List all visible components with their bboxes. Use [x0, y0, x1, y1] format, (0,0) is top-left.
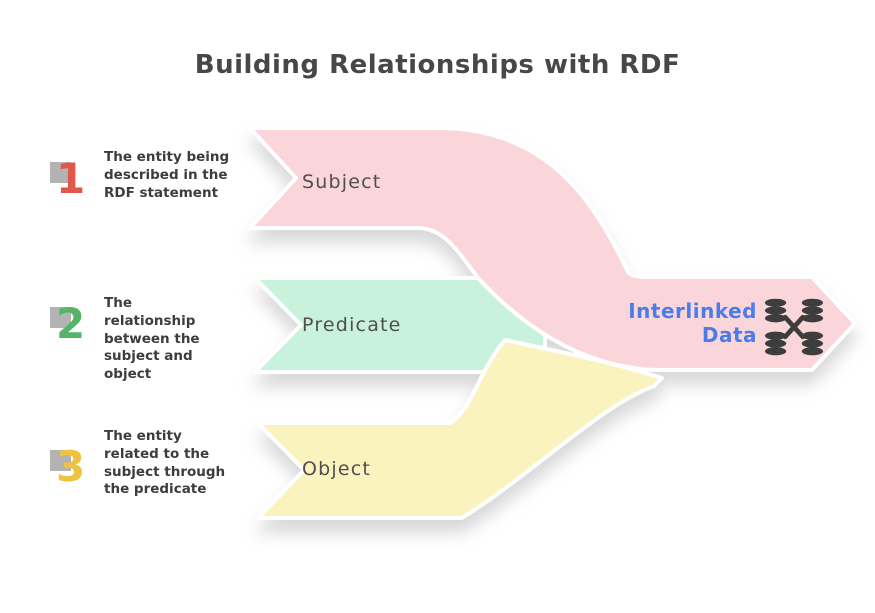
legend-number-square [50, 307, 71, 328]
legend-number: 2 [56, 299, 86, 348]
legend-description: The entity related to the subject throug… [104, 428, 226, 498]
interlinked-databases-icon [764, 298, 824, 356]
subject-flow-shape [248, 126, 857, 372]
legend-number-badge: 3 [50, 446, 90, 496]
predicate-label: Predicate [302, 314, 402, 336]
legend-number-badge: 1 [50, 158, 90, 208]
output-label: Interlinked Data [628, 299, 757, 347]
legend-number-square [50, 162, 71, 183]
legend-number-square [50, 450, 71, 471]
diagram-title: Building Relationships with RDF [194, 50, 681, 80]
legend-number: 3 [56, 442, 86, 491]
legend-description: The relationship between the subject and… [104, 295, 200, 383]
subject-label: Subject [302, 171, 382, 193]
legend-number: 1 [56, 154, 86, 203]
legend-number-badge: 2 [50, 303, 90, 353]
legend-description: The entity being described in the RDF st… [104, 149, 230, 201]
object-label: Object [302, 458, 372, 480]
